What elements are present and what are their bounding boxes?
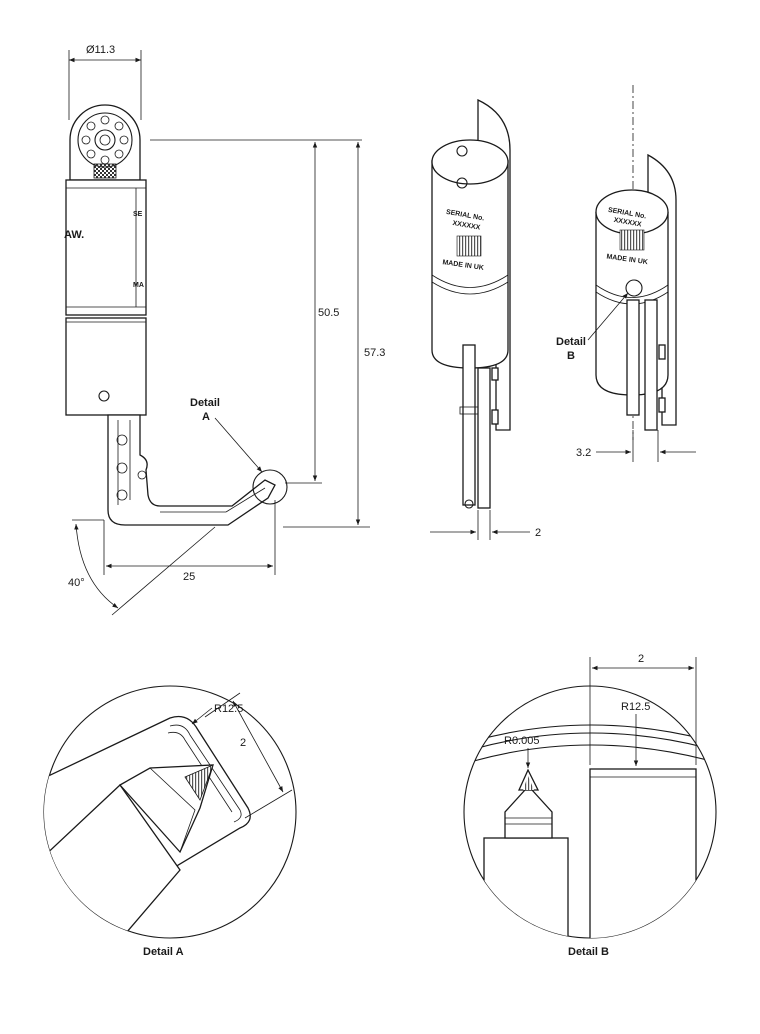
- detail-b-tip-radius: R0.005: [504, 735, 539, 747]
- angled-barcode: [619, 229, 645, 251]
- detail-b: R0.005 R12.5 2 Detail B: [463, 653, 717, 958]
- detail-a: R12.5 2 Detail A: [43, 685, 297, 958]
- dim-height-a: 50.5: [318, 307, 339, 319]
- side-barcode: [456, 235, 482, 257]
- brand-mark: AW.: [64, 229, 84, 241]
- detail-b-caption: Detail B: [568, 946, 609, 958]
- detail-a-caption: Detail A: [143, 946, 184, 958]
- dim-side-thickness: 2: [535, 527, 541, 539]
- upper-body: [65, 179, 147, 316]
- detail-b-radius: R12.5: [621, 701, 650, 713]
- dim-offset: 3.2: [576, 447, 591, 459]
- side-mark-2: MA: [133, 282, 144, 289]
- detail-a-radius: R12.5: [214, 703, 243, 715]
- side-blade: [477, 367, 491, 509]
- detail-a-width: 2: [240, 737, 246, 749]
- side-stylus: [462, 344, 476, 506]
- side-mark-1: SE: [133, 211, 143, 218]
- lower-body: [65, 317, 147, 416]
- side-view: SERIAL No. XXXXXX MADE IN UK 2: [430, 98, 541, 540]
- dim-diameter: Ø11.3: [86, 44, 115, 56]
- dim-height-b: 57.3: [364, 347, 385, 359]
- dim-angle: 40°: [68, 577, 85, 589]
- detail-b-marker: [625, 279, 643, 297]
- angled-stylus: [626, 299, 640, 416]
- angled-view: SERIAL No. XXXXXX MADE IN UK Detail B 3.…: [556, 85, 696, 462]
- detail-a-callout-letter: A: [202, 411, 210, 423]
- detail-b-callout-word: Detail: [556, 336, 586, 348]
- qr-code: [93, 163, 117, 179]
- screw: [98, 390, 110, 402]
- dim-length: 25: [183, 571, 195, 583]
- angled-serial-value: XXXXXX: [613, 217, 642, 229]
- angled-blade: [644, 299, 658, 431]
- detail-a-marker: [252, 469, 288, 505]
- detail-a-callout-word: Detail: [190, 397, 220, 409]
- front-view: AW. SE MA Ø11.3 50.5 57.3: [64, 44, 385, 616]
- detail-b-width: 2: [638, 653, 644, 665]
- stylus-arm: [107, 414, 276, 526]
- side-top-ellipse: [431, 139, 509, 185]
- side-serial-value: XXXXXX: [452, 220, 481, 232]
- detail-b-callout-letter: B: [567, 350, 575, 362]
